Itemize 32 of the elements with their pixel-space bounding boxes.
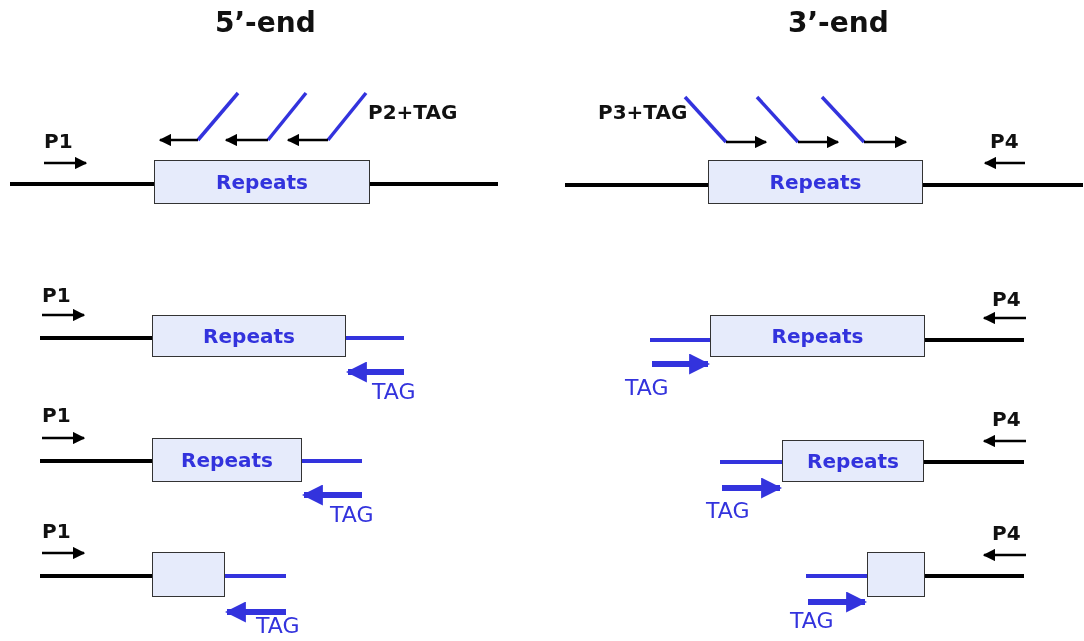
- repeat-box: [152, 438, 302, 482]
- primer-label: P4: [992, 288, 1021, 310]
- repeat-box: [152, 552, 225, 597]
- primer-label: P1: [44, 130, 73, 152]
- repeat-box: [867, 552, 925, 597]
- primer-label: P2+TAG: [368, 101, 458, 123]
- tag-label: TAG: [330, 503, 374, 528]
- repeat-box: [708, 160, 923, 204]
- primer-label: P1: [42, 404, 71, 426]
- box-label: Repeats: [769, 170, 862, 194]
- tag-label: TAG: [256, 614, 300, 639]
- repeat-box: [152, 315, 346, 357]
- box-label: Repeats: [807, 449, 899, 473]
- box-label: Repeats: [771, 324, 864, 348]
- primer-label: P3+TAG: [598, 101, 688, 123]
- primer-label: P4: [992, 522, 1021, 544]
- tag-label: TAG: [706, 499, 750, 524]
- primer-label: P1: [42, 520, 71, 542]
- tag-label: TAG: [372, 380, 416, 405]
- tag-label: TAG: [625, 376, 669, 401]
- column-heading: 3’-end: [788, 8, 889, 39]
- column-heading: 5’-end: [215, 8, 316, 39]
- tag-label: TAG: [790, 609, 834, 634]
- box-label: Repeats: [203, 324, 295, 348]
- box-label: Repeats: [216, 170, 308, 194]
- primer-label: P1: [42, 284, 71, 306]
- repeat-box: [782, 440, 924, 482]
- repeat-box: [710, 315, 925, 357]
- box-label: Repeats: [181, 448, 273, 472]
- repeat-box: [154, 160, 370, 204]
- primer-label: P4: [992, 408, 1021, 430]
- primer-label: P4: [990, 130, 1019, 152]
